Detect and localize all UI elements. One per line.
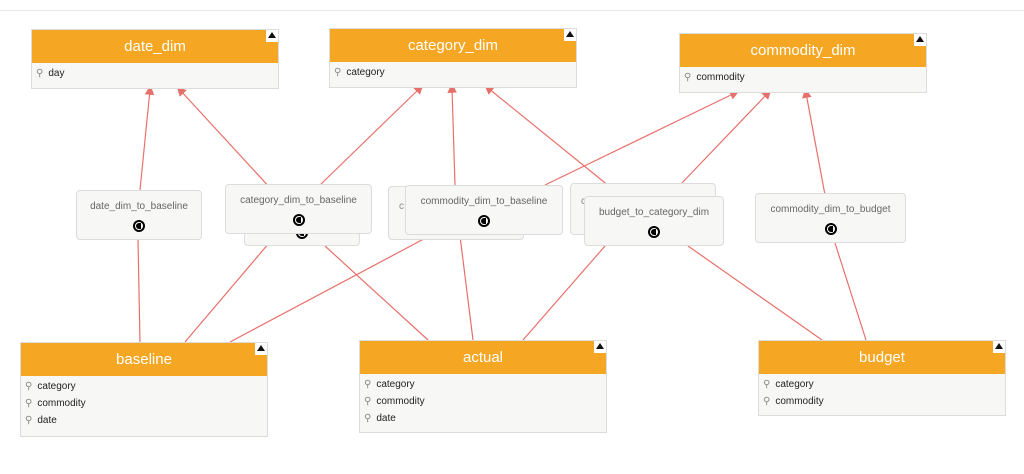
collapse-toggle[interactable] bbox=[255, 343, 267, 355]
field-name: category bbox=[775, 379, 814, 390]
field-row: ⚲ commodity bbox=[21, 395, 267, 412]
collapse-toggle[interactable] bbox=[266, 30, 278, 42]
edge-commodity-actual-down bbox=[459, 235, 474, 341]
field-name: date bbox=[37, 415, 57, 426]
entity-date-dim[interactable]: date_dim ⚲ day bbox=[31, 29, 279, 89]
collapse-triangle-icon bbox=[596, 343, 604, 349]
entity-header[interactable]: commodity_dim bbox=[680, 34, 926, 67]
field-row: ⚲ commodity bbox=[360, 393, 606, 410]
entity-title: baseline bbox=[116, 351, 172, 368]
edge-commodity-budget-up bbox=[802, 88, 826, 196]
key-icon: ⚲ bbox=[763, 396, 771, 407]
relationship-budget-to-category-dim[interactable]: budget_to_category_dim bbox=[584, 196, 724, 246]
entity-header[interactable]: actual bbox=[360, 341, 606, 374]
collapse-triangle-icon bbox=[916, 36, 924, 42]
collapse-triangle-icon bbox=[268, 32, 276, 38]
collapse-toggle[interactable] bbox=[914, 34, 926, 46]
edge-category-baseline-down bbox=[184, 235, 276, 343]
relationship-label: c bbox=[571, 196, 715, 207]
field-row: ⚲ category bbox=[21, 378, 267, 395]
relationship-date-dim-to-baseline[interactable]: date_dim_to_baseline bbox=[76, 190, 202, 240]
key-icon: ⚲ bbox=[25, 381, 33, 392]
entity-title: actual bbox=[462, 349, 504, 366]
relationship-label: category_dim_to_baseline bbox=[240, 195, 357, 206]
field-row: ⚲ date bbox=[21, 412, 267, 429]
entity-header[interactable]: date_dim bbox=[32, 30, 278, 63]
key-icon: ⚲ bbox=[763, 379, 771, 390]
edge-actual-category-up bbox=[447, 83, 457, 186]
entity-actual[interactable]: actual ⚲ category ⚲ commodity ⚲ date bbox=[359, 340, 607, 433]
relationship-commodity-dim-to-budget[interactable]: commodity_dim_to_budget bbox=[755, 193, 906, 243]
field-row: ⚲ commodity bbox=[759, 393, 1005, 410]
entity-budget[interactable]: budget ⚲ category ⚲ commodity bbox=[758, 340, 1006, 416]
relationship-category-dim-to-baseline[interactable]: category_dim_to_baseline bbox=[225, 184, 372, 234]
entity-title: commodity_dim bbox=[750, 42, 856, 59]
relationship-symbol-icon bbox=[824, 223, 837, 235]
collapse-triangle-icon bbox=[566, 31, 574, 37]
relationship-symbol-icon bbox=[292, 214, 305, 226]
field-name: commodity bbox=[37, 398, 86, 409]
entity-category-dim[interactable]: category_dim ⚲ category bbox=[329, 28, 577, 88]
key-icon: ⚲ bbox=[36, 68, 44, 79]
edge-commodity-actual-up bbox=[679, 89, 772, 186]
field-name: commodity bbox=[696, 72, 745, 83]
relationship-label: commodity_dim_to_baseline bbox=[420, 196, 548, 207]
field-name: day bbox=[48, 68, 65, 79]
edge-category-to-date-up bbox=[176, 86, 273, 191]
relationship-label: commodity_dim_to_budget bbox=[770, 204, 891, 215]
field-row: ⚲ category bbox=[759, 376, 1005, 393]
collapse-toggle[interactable] bbox=[564, 29, 576, 41]
key-icon: ⚲ bbox=[364, 379, 372, 390]
field-name: commodity bbox=[376, 396, 425, 407]
relationship-symbol-icon bbox=[133, 220, 145, 232]
field-row: ⚲ day bbox=[32, 65, 278, 82]
relationship-symbol-icon bbox=[478, 215, 490, 227]
relationship-label: date_dim_to_baseline bbox=[90, 201, 188, 212]
edge-date-baseline-down bbox=[137, 239, 141, 343]
key-icon: ⚲ bbox=[684, 72, 692, 83]
edge-budget-category-up bbox=[484, 84, 621, 196]
key-icon: ⚲ bbox=[364, 413, 372, 424]
entity-header[interactable]: budget bbox=[759, 341, 1005, 374]
relationship-label: budget_to_category_dim bbox=[598, 207, 710, 218]
entity-title: date_dim bbox=[124, 38, 186, 55]
edge-budget-actual-down bbox=[522, 245, 606, 341]
edge-category-actual-down bbox=[324, 245, 429, 341]
entity-title: category_dim bbox=[407, 37, 499, 54]
edge-commodity-baseline-up bbox=[544, 90, 740, 186]
edge-commodity-budget-down bbox=[834, 242, 867, 341]
edge-commodity-baseline-down bbox=[229, 232, 436, 343]
field-row: ⚲ category bbox=[330, 64, 576, 81]
field-name: date bbox=[376, 413, 396, 424]
collapse-triangle-icon bbox=[257, 345, 265, 351]
field-name: category bbox=[346, 67, 385, 78]
field-name: commodity bbox=[775, 396, 824, 407]
key-icon: ⚲ bbox=[25, 415, 33, 426]
field-name: category bbox=[37, 381, 76, 392]
key-icon: ⚲ bbox=[25, 398, 33, 409]
relationship-commodity-dim-to-baseline[interactable]: commodity_dim_to_baseline bbox=[405, 185, 563, 235]
top-divider bbox=[0, 10, 1024, 11]
key-icon: ⚲ bbox=[364, 396, 372, 407]
edge-date-dim-to-baseline-up bbox=[139, 85, 155, 191]
entity-baseline[interactable]: baseline ⚲ category ⚲ commodity ⚲ date bbox=[20, 342, 268, 437]
entity-title: budget bbox=[859, 349, 905, 366]
relationship-symbol-icon bbox=[648, 226, 660, 238]
entity-header[interactable]: category_dim bbox=[330, 29, 576, 62]
collapse-toggle[interactable] bbox=[594, 341, 606, 353]
field-row: ⚲ date bbox=[360, 410, 606, 427]
entity-header[interactable]: baseline bbox=[21, 343, 267, 376]
field-row: ⚲ commodity bbox=[680, 69, 926, 86]
collapse-triangle-icon bbox=[995, 343, 1003, 349]
field-name: category bbox=[376, 379, 415, 390]
edge-category-dim-baseline-up bbox=[319, 84, 424, 186]
field-row: ⚲ category bbox=[360, 376, 606, 393]
entity-commodity-dim[interactable]: commodity_dim ⚲ commodity bbox=[679, 33, 927, 93]
key-icon: ⚲ bbox=[334, 67, 342, 78]
edge-budget-category-down bbox=[687, 245, 823, 341]
collapse-toggle[interactable] bbox=[993, 341, 1005, 353]
relationship-label: c bbox=[399, 201, 404, 212]
